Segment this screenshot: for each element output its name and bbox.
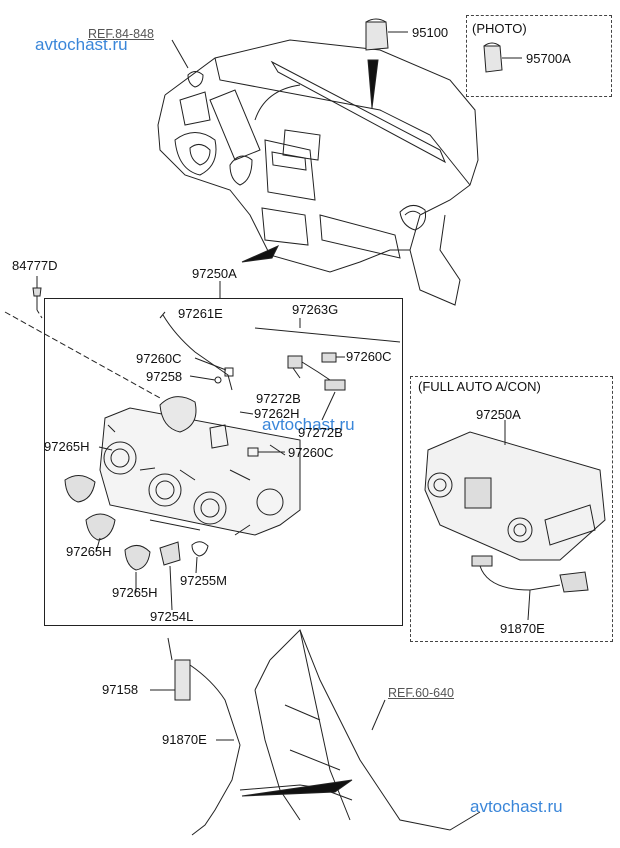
connector-97272B-b	[324, 379, 346, 391]
part-label-97260C-c: 97260C	[288, 445, 334, 460]
heater-control-assembly	[99, 396, 301, 536]
pointer-arrow-97250A	[241, 244, 280, 263]
clip-97260C-a	[224, 367, 234, 377]
cable-97263G	[254, 327, 401, 343]
part-label-97260C-b: 97260C	[346, 349, 392, 364]
full-auto-box	[410, 376, 613, 642]
part-label-97265H-a: 97265H	[44, 439, 90, 454]
part-label-97265H-c: 97265H	[112, 585, 158, 600]
part-label-95700A: 95700A	[526, 51, 571, 66]
part-95100-illustration	[365, 18, 408, 51]
photo-box	[466, 15, 612, 97]
watermark-middle: avtochast.ru	[262, 415, 355, 434]
part-label-97265H-b: 97265H	[66, 544, 112, 559]
watermark-top: avtochast.ru	[35, 35, 128, 54]
part-label-97255M: 97255M	[180, 573, 227, 588]
assembly-box	[44, 298, 403, 626]
cable-97261E	[162, 314, 233, 391]
part-label-97272B-a: 97272B	[256, 391, 301, 406]
part-label-84777D: 84777D	[12, 258, 58, 273]
part-label-91870E-full-auto: 91870E	[500, 621, 545, 636]
knob-97255M	[191, 541, 209, 557]
ref-dash-label: REF.84-848	[88, 27, 155, 41]
ref-cowl-label: REF.60-640	[388, 686, 455, 700]
watermark-bottom: avtochast.ru	[470, 797, 563, 816]
full-auto-control-unit	[424, 420, 606, 621]
part-95700A-illustration	[483, 42, 522, 73]
cowl-structure-illustration	[239, 629, 481, 831]
part-label-97263G: 97263G	[292, 302, 339, 317]
harness-97158-91870E	[150, 637, 241, 836]
part-label-97272B-b: 97272B	[298, 425, 343, 440]
part-label-95100: 95100	[412, 25, 449, 40]
part-label-97258: 97258	[146, 369, 183, 384]
part-label-91870E: 91870E	[162, 732, 207, 747]
pointer-arrow-cowl	[241, 779, 353, 797]
dashboard-illustration	[157, 39, 479, 306]
part-label-97158: 97158	[102, 682, 139, 697]
knob-97265H-b	[85, 513, 116, 541]
part-label-97250A-full-auto: 97250A	[476, 407, 521, 422]
part-label-97261E: 97261E	[178, 306, 223, 321]
part-label-97260C-a: 97260C	[136, 351, 182, 366]
part-label-97250A: 97250A	[192, 266, 237, 281]
part-label-97262H: 97262H	[254, 406, 300, 421]
photo-box-title: (PHOTO)	[472, 21, 527, 36]
knob-97265H-a	[64, 475, 96, 503]
pointer-arrow-95100	[367, 59, 379, 109]
knob-97254L	[159, 541, 181, 566]
full-auto-title: (FULL AUTO A/CON)	[418, 379, 541, 394]
part-label-97254L: 97254L	[150, 609, 194, 624]
knob-97265H-c	[124, 545, 151, 571]
